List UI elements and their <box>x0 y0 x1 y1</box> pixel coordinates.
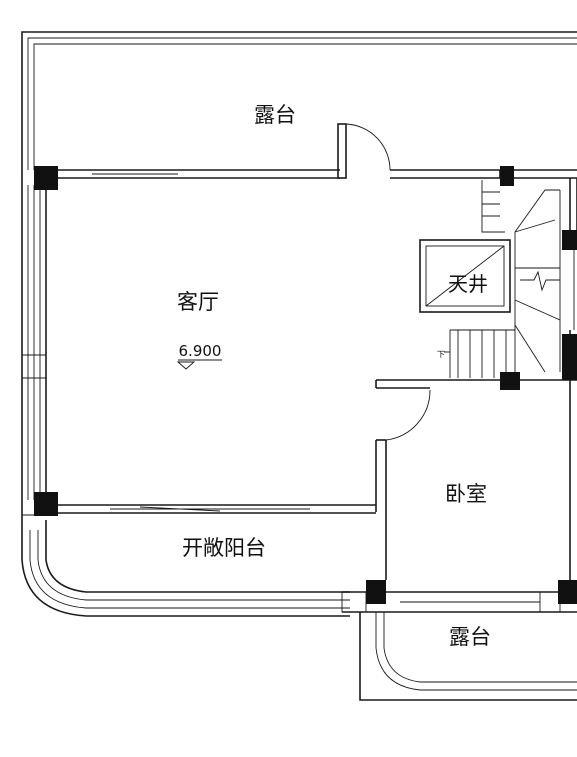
column <box>500 166 514 186</box>
left-window-wall <box>21 170 47 530</box>
label-terrace-top: 露台 <box>254 103 296 127</box>
terrace-bottom <box>341 591 577 701</box>
column <box>558 580 577 604</box>
columns <box>34 166 577 604</box>
label-terrace-bottom: 露台 <box>449 625 491 649</box>
label-elevation: 6.900 <box>179 342 222 360</box>
label-open-balcony: 开敞阳台 <box>182 536 266 560</box>
living-bottom-wall <box>56 504 376 514</box>
living-top-wall <box>40 169 501 179</box>
terrace-top-railing <box>21 31 577 170</box>
skylight-box <box>419 239 511 313</box>
elevation-marker <box>176 359 222 370</box>
door-top <box>337 123 391 179</box>
column <box>562 334 577 380</box>
column <box>366 580 386 604</box>
label-skylight: 天井 <box>448 272 488 296</box>
column <box>500 372 520 390</box>
balcony-railing <box>21 514 350 617</box>
column <box>562 230 577 250</box>
column <box>34 166 58 190</box>
label-bedroom: 卧室 <box>445 482 487 506</box>
column <box>34 492 58 516</box>
label-living-room: 客厅 <box>177 290 219 314</box>
interior-partition <box>375 379 577 580</box>
label-stair-arrow: 下 <box>437 350 445 359</box>
